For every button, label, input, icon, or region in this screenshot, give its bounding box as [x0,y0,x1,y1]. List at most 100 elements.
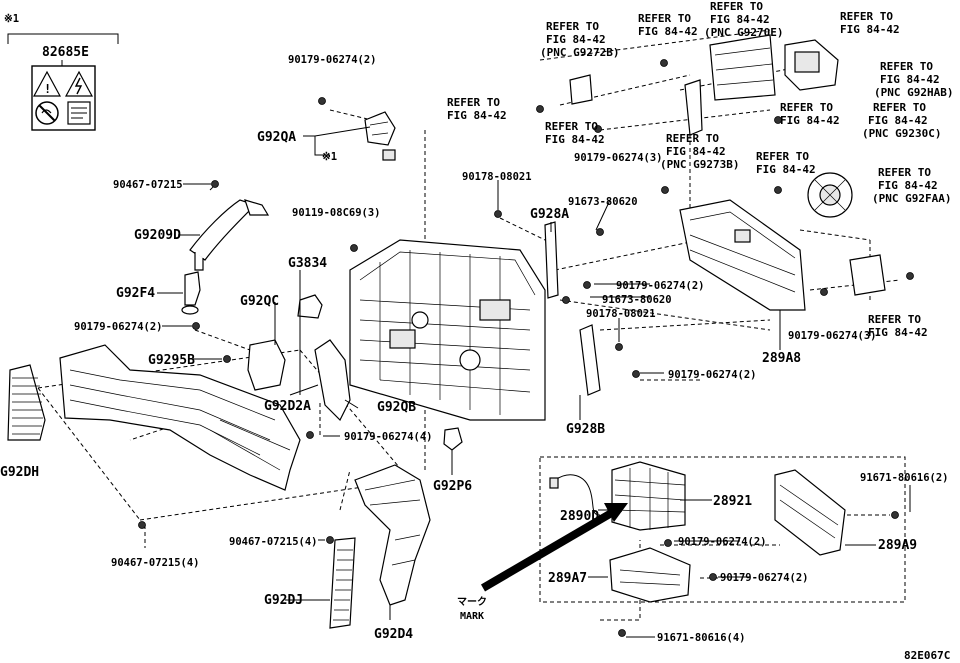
label-p7[interactable]: G3834 [288,256,327,271]
label-p33[interactable]: 2890D [560,509,599,524]
cover-g92qc[interactable] [247,339,286,391]
label-p5[interactable]: G9209D [134,228,181,243]
label-p3: ※1 [322,151,337,163]
label-p14[interactable]: 90179-06274(4) [344,431,433,443]
small-hose-g92f4[interactable] [181,271,201,315]
label-p8[interactable]: G92F4 [116,286,155,301]
leader-lines [157,126,911,638]
label-p38[interactable]: 91671-80616(2) [860,472,949,484]
label-p16[interactable]: G92P6 [433,479,472,494]
label-p21[interactable]: 90178-08021 [462,171,532,183]
bracket-g928a[interactable] [544,221,559,299]
label-p34[interactable]: 289A7 [548,571,587,586]
bracket-g3834[interactable] [297,294,323,319]
label-p1[interactable]: 90179-06274(2) [288,54,377,66]
left-duct-assembly[interactable] [59,344,301,491]
part-labels: 90179-06274(2) G92QA ※1 90467-07215 G920… [0,54,949,644]
upper-duct-g9209d[interactable] [189,199,270,271]
label-p26[interactable]: 91673-80620 [602,294,672,306]
label-p4[interactable]: 90467-07215 [113,179,183,191]
bracket-g9273b[interactable] [684,79,703,136]
main-battery-assembly[interactable] [349,239,546,421]
mark-arrow [480,503,628,592]
label-p28[interactable]: 90179-06274(2) [668,369,757,381]
label-p25[interactable]: 90179-06274(2) [616,280,705,292]
lower-duct-g92d4[interactable] [354,464,431,606]
label-p23[interactable]: 91673-80620 [568,196,638,208]
bracket-g9272b[interactable] [569,74,593,105]
bracket-289a7[interactable] [609,547,691,603]
label-p32[interactable]: 28921 [713,494,752,509]
label-p17[interactable]: 90467-07215(4) [229,536,318,548]
bracket-right[interactable] [849,254,886,296]
label-p36[interactable]: 90179-06274(2) [720,572,809,584]
label-p35[interactable]: 90179-06274(2) [678,536,767,548]
lower-filter-g92dj[interactable] [329,537,356,629]
label-p20[interactable]: G92D4 [374,627,413,642]
side-frame-289a8[interactable] [679,199,806,311]
label-p2[interactable]: G92QA [257,130,296,145]
label-p22[interactable]: G928A [530,207,569,222]
mark-caption: マーク MARK [457,596,487,622]
label-p24[interactable]: 90179-06274(3) [574,152,663,164]
harness-2890d[interactable] [549,474,601,516]
label-p11[interactable]: G9295B [148,353,195,368]
label-p30[interactable]: 289A8 [762,351,801,366]
label-p15[interactable]: G92DH [0,465,39,480]
ecu-g9270e[interactable] [709,34,776,101]
label-p12[interactable]: G92D2A [264,399,311,414]
mark-label-en: MARK [460,611,484,622]
relay-box-28921[interactable] [611,461,686,531]
label-p39[interactable]: 289A9 [878,538,917,553]
mark-label-jp: マーク [457,596,487,608]
plate-289a9[interactable] [774,469,846,556]
connector-g92qa[interactable] [364,111,396,161]
svg-text:!: ! [44,82,51,96]
label-p6[interactable]: 90119-08C69(3) [292,207,381,219]
label-p9[interactable]: G92QC [240,294,279,309]
label-p37[interactable]: 91671-80616(4) [657,632,746,644]
label-p19[interactable]: G92DJ [264,593,303,608]
warning-label-part-number[interactable]: 82685E [42,45,89,60]
clip-g92p6[interactable] [443,427,463,451]
note-mark: ※1 [4,13,19,25]
bracket-g92qb[interactable] [314,339,351,422]
duct-g92hab[interactable] [784,39,839,91]
bolt-markers [138,59,914,637]
label-p29[interactable]: G928B [566,422,605,437]
label-p13[interactable]: G92QB [377,400,416,415]
label-p27[interactable]: 90178-08021 [586,308,656,320]
label-p10[interactable]: 90179-06274(2) [74,321,163,333]
label-p18[interactable]: 90467-07215(4) [111,557,200,569]
diagram-code: 82E067C [904,649,950,662]
left-filter-g92dh[interactable] [7,364,46,441]
fan-g9230c[interactable] [807,172,853,218]
bracket-g928b[interactable] [579,324,601,396]
label-p31[interactable]: 90179-06274(3) [788,330,877,342]
